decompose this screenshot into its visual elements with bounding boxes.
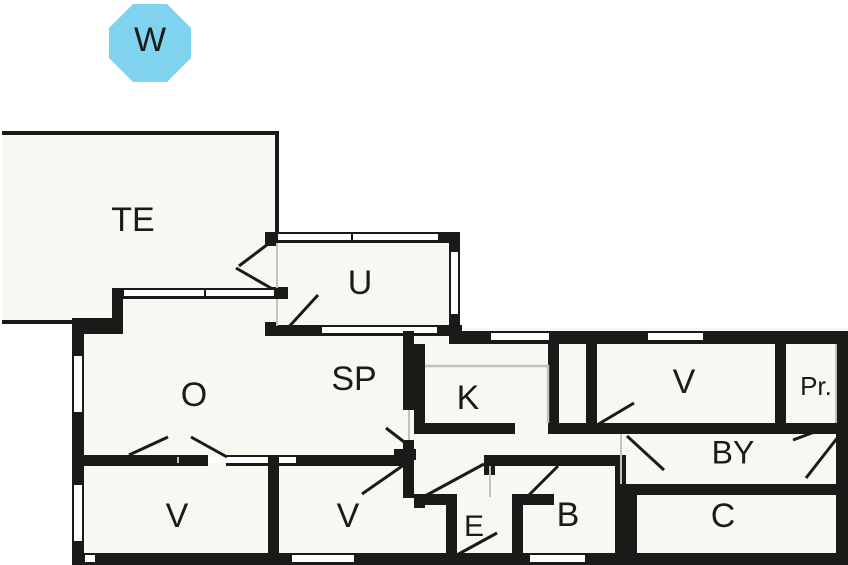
exterior-wall-bottom	[72, 553, 848, 565]
sp-door-swing-lower	[361, 460, 409, 496]
pr-label: Pr.	[800, 371, 832, 401]
sp-door-jamb	[394, 449, 416, 460]
e-left-wall-stub	[414, 494, 446, 505]
by-door-swing-left	[625, 434, 666, 472]
v1-v2-divider-wall	[268, 455, 279, 565]
connector-top-window	[124, 290, 274, 296]
u-bottom-window	[322, 327, 437, 333]
window-bottom-b	[530, 555, 585, 562]
e-label: E	[464, 510, 484, 543]
room-o[interactable]: O	[84, 376, 412, 466]
c-left-wall	[626, 484, 637, 565]
window-left-lower	[74, 485, 82, 541]
window-top-left	[491, 333, 549, 340]
b-label: B	[557, 496, 580, 534]
by-door-swing-right-upper	[792, 422, 837, 442]
k-bottom-wall-right	[548, 423, 586, 434]
v3-right-wall	[775, 344, 786, 434]
v3-door-swing	[596, 401, 635, 427]
by-bottom-wall	[626, 484, 848, 495]
c-label: C	[711, 497, 736, 535]
te-floor	[2, 133, 277, 322]
connector-left-wall	[112, 288, 123, 333]
hall-zone	[484, 455, 626, 497]
o-bottom-wall-right	[226, 455, 412, 466]
window-left-upper	[74, 356, 82, 412]
e-door-swing-lower	[454, 531, 498, 558]
u-right-window	[451, 252, 458, 314]
w-badge-label: W	[134, 21, 166, 59]
hall-wall-horizontal	[484, 455, 626, 466]
room-by[interactable]: BY	[620, 422, 848, 495]
b-door-swing	[519, 464, 560, 505]
house-outer-walls	[72, 318, 848, 565]
u-left-wall-bottom-stub	[265, 322, 278, 336]
e-divider-wall	[446, 494, 457, 565]
v1-label: V	[166, 497, 189, 535]
o-label: O	[181, 376, 207, 414]
window-bottom-mid	[292, 555, 354, 562]
b-top-wall	[512, 494, 554, 505]
room-v1[interactable]: V	[166, 455, 279, 565]
wall-bit-sp-k-joint	[403, 331, 414, 345]
room-k[interactable]: K	[414, 344, 586, 434]
exterior-wall-right	[836, 331, 848, 565]
e-door-swing-upper	[424, 462, 485, 498]
room-b[interactable]: B	[512, 455, 626, 565]
sp-door-swing-upper	[385, 426, 413, 450]
wall-bit-top-left-corner	[449, 325, 462, 338]
window-top-right	[648, 333, 703, 340]
room-pr[interactable]: Pr.	[786, 344, 837, 434]
te-house-connector	[72, 288, 282, 334]
u-top-window	[278, 234, 438, 240]
o-bottom-opening	[208, 457, 296, 463]
by-door-swing-right-lower	[804, 436, 840, 479]
sp-label: SP	[331, 360, 376, 398]
v2-label: V	[337, 497, 360, 535]
v3-bottom-wall	[586, 423, 786, 434]
b-left-wall	[512, 494, 523, 565]
u-door-swing-bottom	[284, 293, 320, 332]
sp-right-wall-lower	[403, 440, 414, 498]
w-badge-octagon	[109, 4, 191, 82]
w-badge[interactable]: W	[109, 4, 191, 82]
o-door-swing-left	[128, 435, 169, 457]
sp-right-wall-upper	[403, 344, 414, 410]
b-right-wall	[615, 455, 626, 565]
k-left-wall	[414, 344, 425, 434]
v3-label: V	[673, 363, 696, 401]
o-bottom-wall-left	[84, 455, 208, 466]
k-right-wall	[548, 344, 559, 434]
house-floor	[72, 232, 848, 565]
pr-bottom-wall	[786, 423, 836, 434]
u-door-swing-mid	[235, 266, 277, 293]
room-v2[interactable]: V	[337, 497, 360, 535]
k-bottom-wall	[414, 423, 515, 434]
room-sp[interactable]: SP	[331, 344, 416, 498]
by-label: BY	[712, 434, 755, 470]
misc-wall-details	[403, 325, 462, 508]
wall-bit-hall-jamb	[414, 494, 425, 508]
room-c[interactable]: C	[626, 484, 735, 565]
o-door-swing-right	[190, 435, 228, 459]
k-label: K	[457, 379, 480, 417]
room-v3[interactable]: V	[586, 344, 786, 434]
connector-corner-block	[72, 318, 123, 334]
u-bottom-wall-left	[265, 325, 320, 336]
v3-left-wall	[586, 344, 597, 434]
room-e[interactable]: E	[414, 462, 498, 565]
te-label: TE	[111, 201, 154, 239]
window-bottom-left	[85, 555, 95, 562]
u-door-swing-top	[238, 239, 273, 268]
k-counter-line	[425, 364, 550, 423]
u-label: U	[348, 264, 373, 302]
